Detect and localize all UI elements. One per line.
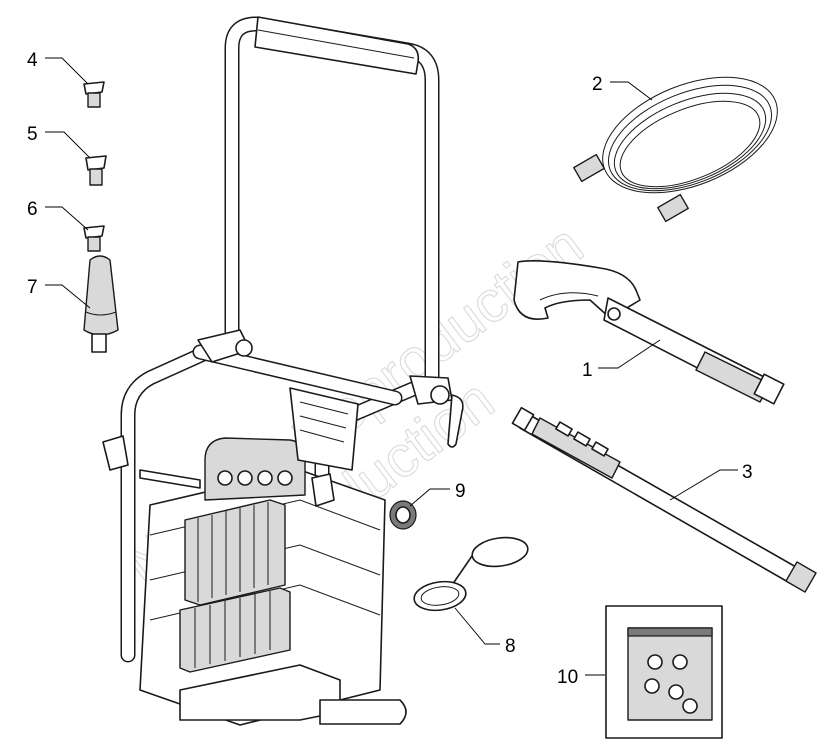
part-5-nozzle bbox=[85, 155, 107, 186]
part-9-grommet bbox=[389, 500, 417, 530]
pressure-washer-unit bbox=[102, 16, 464, 726]
callout-2: 2 bbox=[592, 74, 603, 95]
frame-knobs bbox=[102, 329, 464, 507]
leader-lines bbox=[45, 57, 738, 676]
callout-8: 8 bbox=[505, 636, 516, 657]
part-7-turbo-nozzle bbox=[83, 255, 119, 353]
callout-6: 6 bbox=[27, 199, 38, 220]
callout-labels: 4 5 6 7 2 1 3 9 8 10 bbox=[27, 50, 753, 688]
callout-10: 10 bbox=[557, 667, 578, 688]
callout-7: 7 bbox=[27, 277, 38, 298]
part-8-filter-cap bbox=[413, 536, 529, 612]
part-3-wand bbox=[511, 406, 817, 593]
callout-3: 3 bbox=[742, 462, 753, 483]
detergent-tray bbox=[289, 387, 359, 471]
callout-1: 1 bbox=[582, 360, 593, 381]
part-2-hose bbox=[573, 76, 778, 223]
part-1-spray-gun bbox=[513, 260, 785, 405]
callout-4: 4 bbox=[27, 50, 38, 71]
engine-block bbox=[139, 437, 407, 726]
part-6-nozzle bbox=[83, 225, 105, 252]
callout-5: 5 bbox=[27, 124, 38, 145]
part-10-kit bbox=[605, 605, 723, 739]
part-4-nozzle bbox=[83, 81, 105, 108]
handle-frame bbox=[224, 16, 440, 388]
callout-9: 9 bbox=[455, 481, 466, 502]
